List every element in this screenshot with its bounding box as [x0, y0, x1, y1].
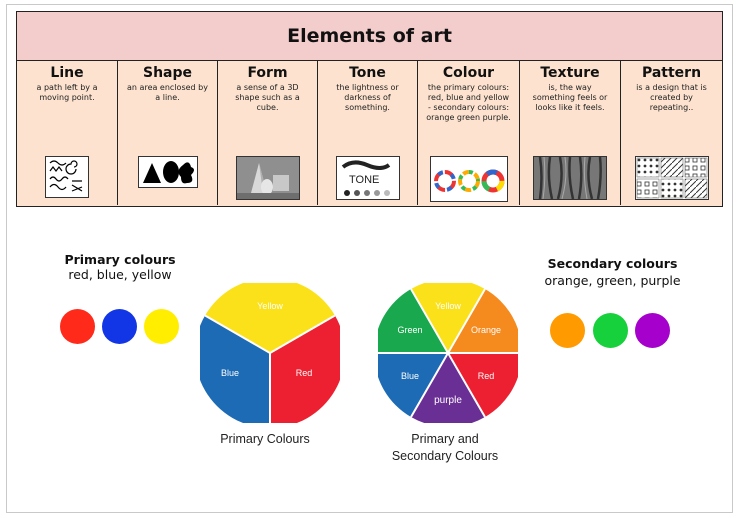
tone-image-label: TONE [349, 174, 379, 186]
element-desc: the lightness or darkness of something. [336, 83, 399, 112]
element-name: Texture [540, 65, 600, 81]
element-texture: Texture is, the way something feels or l… [520, 60, 621, 205]
element-line: Line a path left by a moving point. [17, 60, 118, 205]
shapes-image [137, 156, 198, 188]
wheel-label-red: Red [478, 371, 495, 381]
red-swatch [60, 309, 95, 344]
pattern-image [634, 156, 709, 200]
form-image [235, 156, 300, 200]
element-name: Line [50, 65, 84, 81]
primary-colours-heading: Primary colours [64, 252, 176, 267]
secondary-colours-heading: Secondary colours [547, 256, 678, 271]
wheel-label-purple: purple [434, 395, 462, 406]
green-swatch [593, 313, 628, 348]
secondary-wheel-caption-line1: Primary and [411, 432, 479, 446]
element-desc: the primary colours: red, blue and yello… [426, 83, 511, 122]
element-colour: Colour the primary colours: red, blue an… [418, 60, 520, 205]
yellow-swatch [144, 309, 179, 344]
element-desc: a sense of a 3D shape such as a cube. [235, 83, 300, 112]
element-shape: Shape an area enclosed by a line. [118, 60, 218, 205]
line-drawing-image [45, 156, 89, 198]
wheel-label-yellow: Yellow [257, 301, 283, 311]
orange-swatch [550, 313, 585, 348]
primary-colour-wheel: Yellow Blue Red [200, 283, 340, 423]
secondary-colour-wheel: Yellow Orange Red purple Blue Green [378, 283, 518, 423]
secondary-wheel-caption-line2: Secondary Colours [391, 449, 499, 463]
colour-wheels-image [429, 156, 508, 202]
element-desc: is a design that is created by repeating… [636, 83, 707, 112]
element-tone: Tone the lightness or darkness of someth… [318, 60, 418, 205]
element-name: Form [247, 65, 288, 81]
primary-colours-list: red, blue, yellow [68, 267, 172, 282]
element-pattern: Pattern is a design that is created by r… [621, 60, 722, 205]
tone-image: TONE [335, 156, 400, 200]
wheel-label-blue: Blue [401, 371, 419, 381]
element-name: Colour [442, 65, 495, 81]
element-desc: a path left by a moving point. [36, 83, 98, 102]
wheel-label-red: Red [296, 368, 313, 378]
wheel-label-orange: Orange [471, 325, 501, 335]
element-desc: an area enclosed by a line. [127, 83, 208, 102]
primary-wheel-caption: Primary Colours [220, 432, 310, 446]
element-form: Form a sense of a 3D shape such as a cub… [218, 60, 318, 205]
wheel-label-blue: Blue [221, 368, 239, 378]
purple-swatch [635, 313, 670, 348]
element-name: Shape [142, 65, 192, 81]
page-title: Elements of art [17, 12, 722, 61]
wheel-label-yellow: Yellow [435, 301, 461, 311]
element-name: Tone [349, 65, 386, 81]
secondary-colours-list: orange, green, purple [544, 273, 681, 288]
blue-swatch [102, 309, 137, 344]
element-desc: is, the way something feels or looks lik… [532, 83, 608, 112]
page-frame [6, 4, 733, 513]
texture-image [533, 156, 607, 200]
element-name: Pattern [641, 65, 702, 81]
elements-table: Elements of art Line a path left by a mo… [16, 11, 723, 207]
wheel-label-green: Green [397, 325, 422, 335]
